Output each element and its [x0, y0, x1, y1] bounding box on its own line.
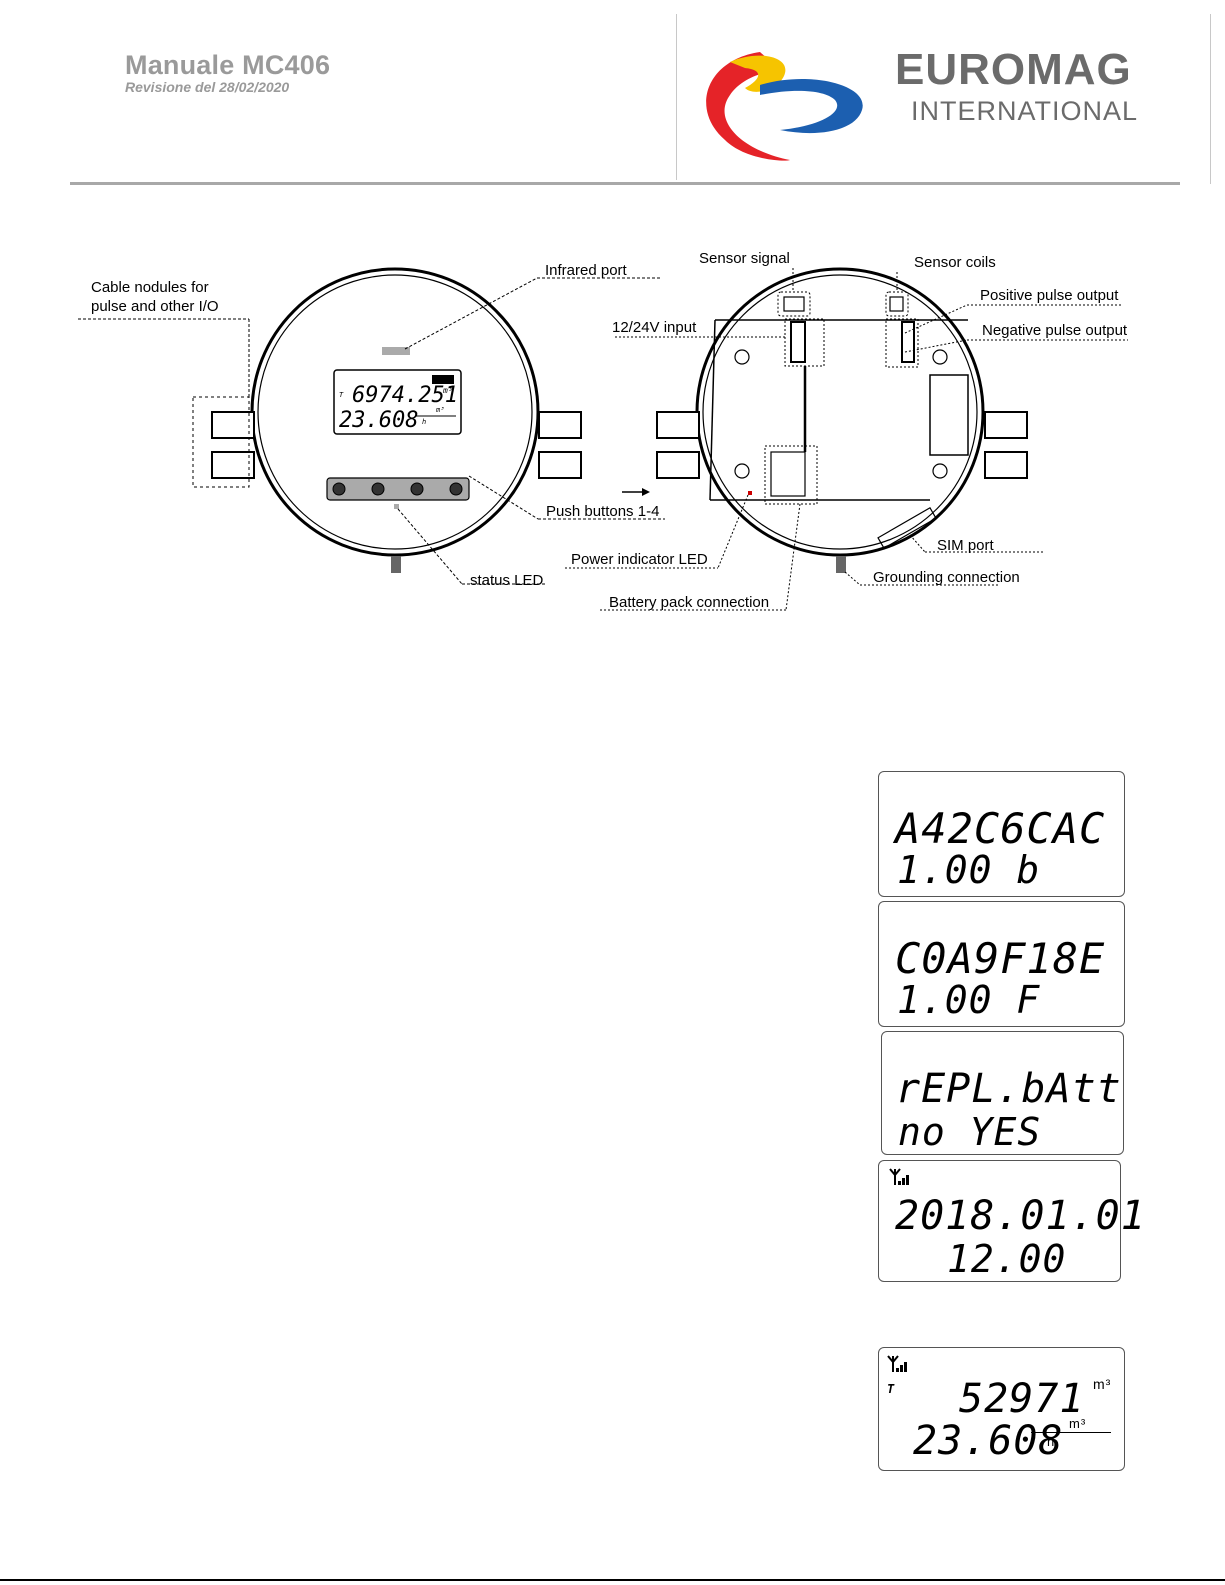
label-power-indicator-led: Power indicator LED [571, 551, 708, 568]
label-positive-pulse: Positive pulse output [980, 287, 1119, 304]
signal-antenna-icon [889, 1168, 909, 1185]
label-sensor-coils: Sensor coils [914, 254, 996, 271]
lcd-fraction-bar [1031, 1432, 1111, 1433]
label-cable-nodules: Cable nodules for [91, 279, 209, 296]
device-diagram: T 6974.251 m³ 23.608 m³ h [78, 267, 1128, 611]
lcd-line-2: no YES [898, 1110, 1042, 1154]
left-display-mark: T [339, 391, 344, 399]
header-right-border [1210, 14, 1211, 184]
lcd-display-volume-flow: T 52971 m³ 23.608 m³ h [878, 1347, 1125, 1471]
label-sim-port: SIM port [937, 537, 994, 554]
lcd-line-1: 2018.01.01 [895, 1193, 1146, 1239]
company-logo-mark [706, 52, 863, 161]
header-divider [676, 14, 677, 180]
lcd-line-2: 12.00 [947, 1237, 1067, 1281]
left-display-unit-1: m³ [442, 386, 453, 395]
label-grounding: Grounding connection [873, 569, 1020, 586]
label-battery-pack: Battery pack connection [609, 594, 770, 611]
label-status-led: status LED [470, 572, 544, 589]
signal-antenna-icon [887, 1355, 907, 1372]
brand-line-2: INTERNATIONAL [911, 96, 1139, 126]
label-infrared-port: Infrared port [545, 262, 627, 279]
lcd-display-serial-b: A42C6CAC 1.00 b [878, 771, 1125, 897]
label-cable-nodules-2: pulse and other I/O [91, 298, 219, 315]
label-sensor-signal: Sensor signal [699, 250, 790, 267]
left-display-line-1: 6974.251 [352, 383, 458, 408]
header-rule [70, 182, 1180, 185]
lcd-unit-2-den: h [1047, 1434, 1056, 1449]
lcd-line-2: 1.00 b [897, 848, 1041, 892]
lcd-line-1: C0A9F18E [895, 934, 1106, 983]
lcd-line-1: rEPL.bAtt [896, 1066, 1122, 1112]
brand-name: EUROMAG INTERNATIONAL [895, 48, 1138, 127]
label-push-buttons: Push buttons 1-4 [546, 503, 660, 520]
left-display-unit-2-den: h [422, 418, 426, 426]
left-display-unit-2-num: m³ [435, 406, 444, 414]
manual-title: Manuale MC406 [125, 50, 331, 80]
lcd-unit-1: m³ [1093, 1376, 1112, 1392]
lcd-line-2: 1.00 F [897, 978, 1041, 1022]
brand-line-1: EUROMAG [895, 45, 1132, 94]
lcd-display-date-time: 2018.01.01 12.00 [878, 1160, 1145, 1282]
label-negative-pulse: Negative pulse output [982, 322, 1128, 339]
lcd-unit-2-num: m³ [1069, 1416, 1087, 1431]
lcd-line-1: 52971 [959, 1376, 1085, 1422]
lcd-display-serial-f: C0A9F18E 1.00 F [878, 901, 1125, 1027]
left-display-line-2: 23.608 [339, 408, 418, 433]
lcd-line-1: A42C6CAC [895, 804, 1106, 853]
footer-rule [0, 1579, 1225, 1581]
lcd-display-replace-battery: rEPL.bAtt no YES [881, 1031, 1124, 1155]
manual-revision: Revisione del 28/02/2020 [125, 79, 290, 95]
lcd-line-2: 23.608 [913, 1418, 1064, 1464]
label-12-24v-input: 12/24V input [612, 319, 697, 336]
lcd-mark: T [887, 1382, 896, 1396]
